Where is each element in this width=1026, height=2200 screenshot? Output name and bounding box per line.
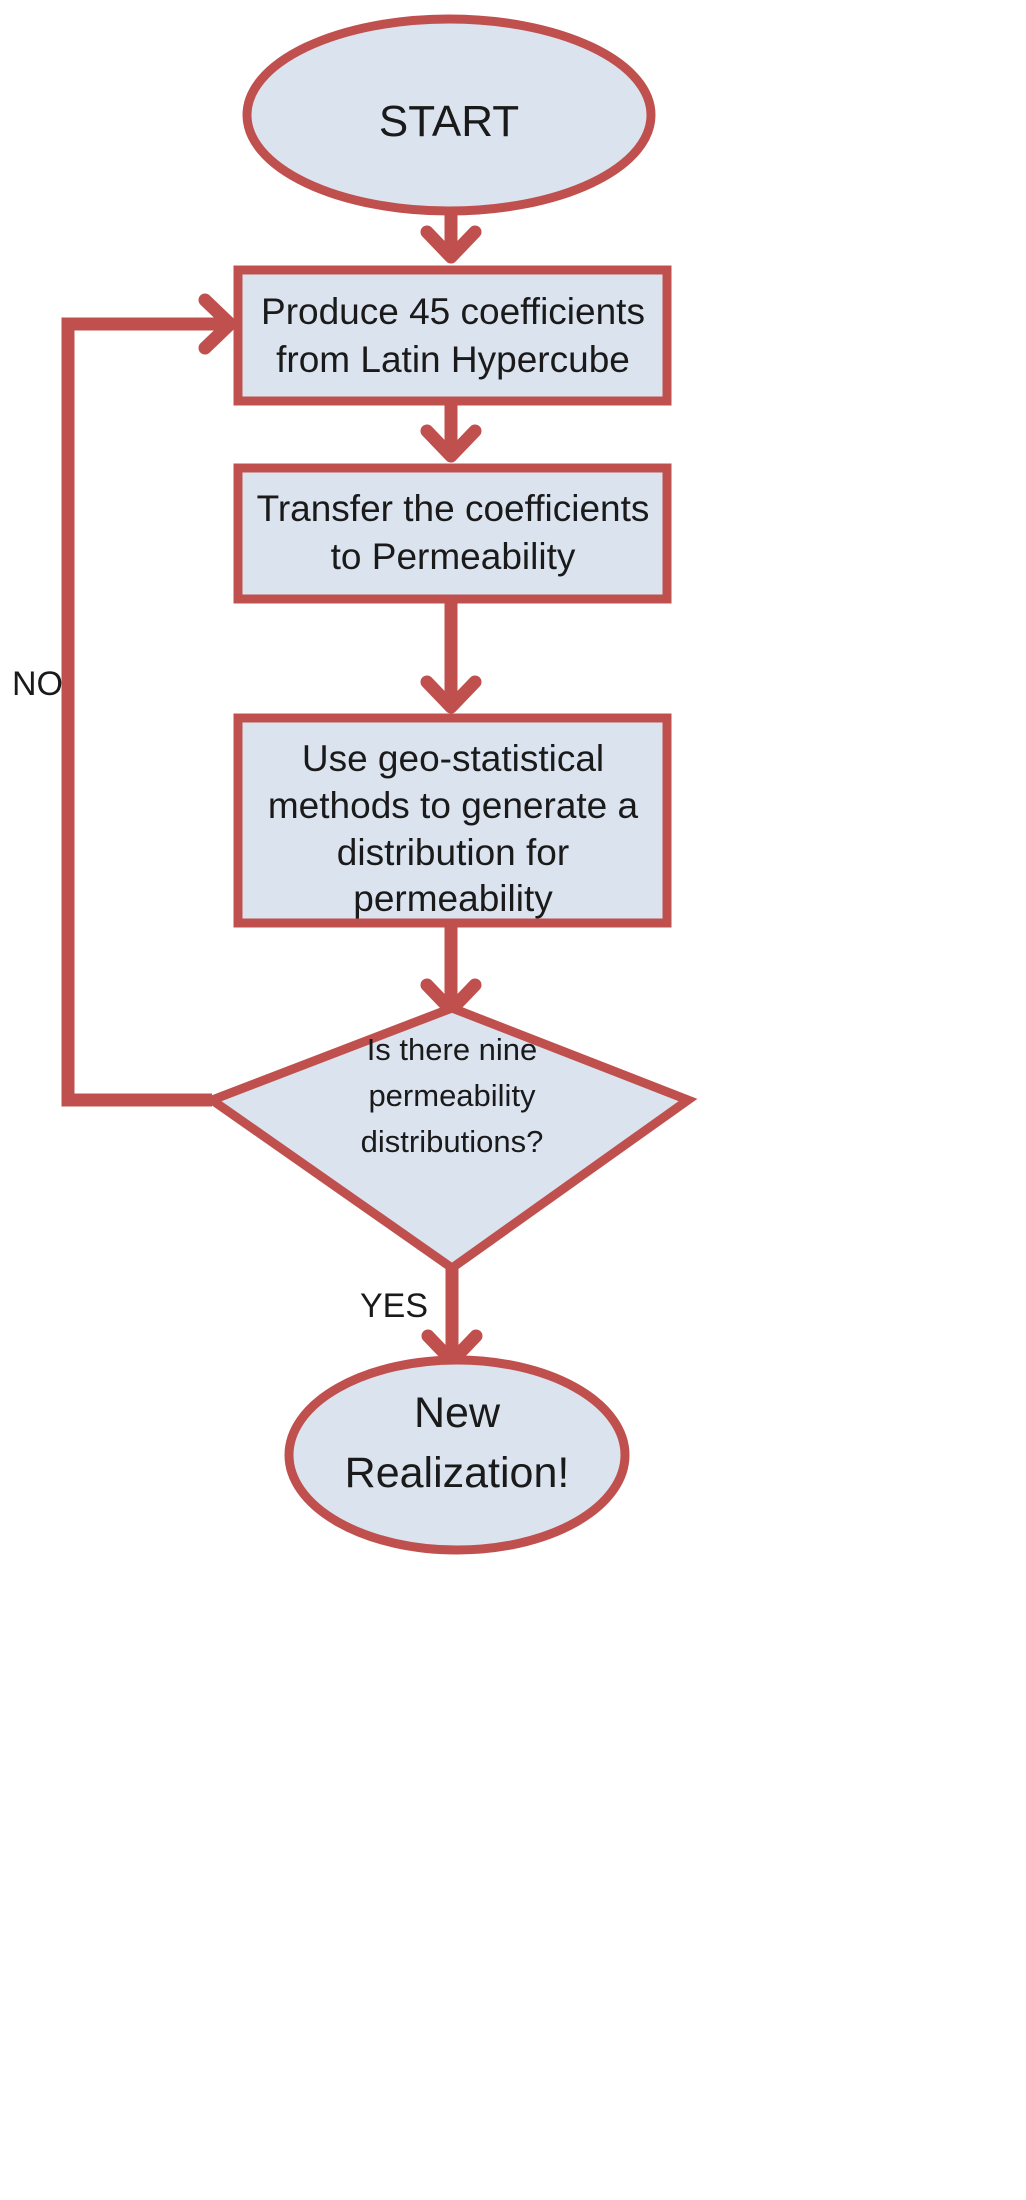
start-label: START [379, 97, 519, 146]
arrowhead-transfer-geostat [420, 675, 482, 714]
arrowhead-produce-transfer [420, 424, 482, 463]
decision-label-line-2: permeability [368, 1078, 536, 1113]
end-node [284, 1355, 630, 1555]
transfer-label-line-1: Transfer the coefficients [257, 488, 650, 529]
end-label-line-2: Realization! [345, 1449, 570, 1497]
decision-label-line-1: Is there nine [367, 1032, 538, 1067]
geostat-label-line-1: Use geo-statistical [302, 738, 604, 779]
no-branch-label: NO [12, 665, 63, 703]
yes-branch-label: YES [360, 1287, 428, 1325]
produce-label-line-1: Produce 45 coefficients [261, 291, 645, 332]
arrowhead-no-loop [198, 293, 237, 355]
geostat-label-line-2: methods to generate a [268, 785, 639, 826]
transfer-label-line-2: to Permeability [331, 536, 576, 577]
produce-coefficients-box [233, 265, 672, 406]
geostat-label-line-4: permeability [353, 878, 553, 919]
decision-label-line-3: distributions? [361, 1124, 544, 1159]
geostat-label-line-3: distribution for [337, 832, 569, 873]
connector-no-loop [61, 317, 225, 1107]
arrowhead-start-produce [420, 225, 482, 264]
end-label-line-1: New [414, 1389, 501, 1437]
produce-label-line-2: from Latin Hypercube [276, 339, 630, 380]
